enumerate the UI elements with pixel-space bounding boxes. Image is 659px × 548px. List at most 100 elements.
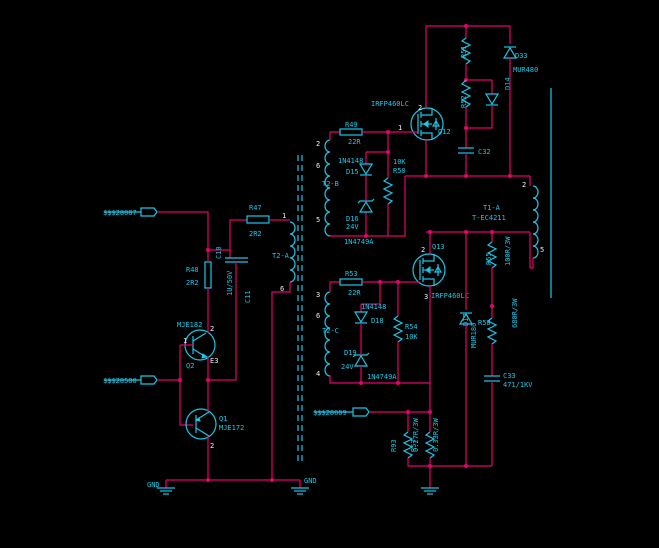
svg-text:6: 6 bbox=[316, 162, 320, 170]
svg-text:2: 2 bbox=[418, 104, 422, 112]
svg-text:0.27R/3W: 0.27R/3W bbox=[412, 417, 420, 452]
svg-text:D18: D18 bbox=[371, 317, 384, 325]
svg-text:R54: R54 bbox=[405, 323, 418, 331]
svg-text:R55: R55 bbox=[485, 252, 493, 265]
svg-text:C32: C32 bbox=[478, 148, 491, 156]
zener-d16: D16 24V 1N4749A bbox=[344, 196, 375, 246]
svg-text:D19: D19 bbox=[344, 349, 357, 357]
transistor-q2: MJE182 Q2 2 E3 1 bbox=[177, 321, 218, 380]
svg-text:C33: C33 bbox=[503, 372, 516, 380]
svg-text:3: 3 bbox=[316, 291, 320, 299]
mosfet-q12: IRFP460LC Q12 2 bbox=[371, 100, 451, 141]
mosfet-q13: Q13 IRFP460LC 2 3 bbox=[408, 243, 469, 301]
resistor-r93: R93 0.27R/3W bbox=[390, 412, 420, 466]
svg-text:1: 1 bbox=[282, 212, 286, 220]
svg-text:D16: D16 bbox=[346, 215, 359, 223]
resistor-r58: R58 680R/3W bbox=[478, 298, 519, 376]
svg-text:E3: E3 bbox=[210, 357, 218, 365]
svg-text:2: 2 bbox=[421, 246, 425, 254]
svg-text:MJE172: MJE172 bbox=[219, 424, 244, 432]
svg-text:R51: R51 bbox=[460, 45, 468, 58]
transformer-t1a: T1-A T-EC4211 2 5 bbox=[472, 88, 552, 298]
resistor-r52: R52 bbox=[460, 79, 472, 128]
svg-text:10K: 10K bbox=[405, 333, 418, 341]
transistor-q1: Q1 MJE172 2 bbox=[185, 380, 244, 480]
diode-d15: 1N4148 D15 bbox=[338, 151, 388, 196]
svg-text:IRFP460LC: IRFP460LC bbox=[431, 292, 469, 300]
svg-text:1N4148: 1N4148 bbox=[338, 157, 363, 165]
svg-text:1: 1 bbox=[183, 337, 187, 345]
resistor-r51: R51 bbox=[460, 24, 472, 80]
svg-text:R47: R47 bbox=[249, 204, 262, 212]
svg-text:1N4148: 1N4148 bbox=[361, 303, 386, 311]
ground-symbol-left: GND bbox=[147, 480, 175, 495]
ground-symbol-bottom bbox=[421, 466, 439, 495]
svg-text:1: 1 bbox=[398, 124, 402, 132]
resistor-r55: R55 100R/3W bbox=[485, 232, 512, 306]
svg-text:5: 5 bbox=[540, 246, 544, 254]
svg-text:R93: R93 bbox=[390, 439, 398, 452]
svg-text:2: 2 bbox=[210, 325, 214, 333]
svg-text:MUR480: MUR480 bbox=[513, 66, 538, 74]
svg-text:3: 3 bbox=[424, 293, 428, 301]
resistor-r57: R57 0.33R/3W bbox=[410, 412, 440, 466]
svg-text:Q12: Q12 bbox=[438, 128, 451, 136]
svg-text:1U/50V: 1U/50V bbox=[226, 270, 234, 296]
svg-text:Q2: Q2 bbox=[186, 362, 194, 370]
ground-symbol-right: GND bbox=[291, 477, 317, 495]
svg-text:2: 2 bbox=[316, 140, 320, 148]
svg-text:R48: R48 bbox=[186, 266, 199, 274]
svg-text:6: 6 bbox=[316, 312, 320, 320]
svg-text:22R: 22R bbox=[348, 289, 361, 297]
svg-text:R53: R53 bbox=[345, 270, 358, 278]
svg-text:R52: R52 bbox=[460, 95, 468, 108]
svg-text:GND: GND bbox=[304, 477, 317, 485]
transformer-t2-core bbox=[297, 155, 303, 465]
input-port-28087: $$$28087 bbox=[103, 207, 158, 217]
diode-d33: D33 MUR480 bbox=[502, 46, 538, 176]
zener-d19: D19 24V 1N4749A bbox=[341, 349, 397, 383]
diode-d17: D17 MUR180 bbox=[458, 232, 478, 466]
svg-text:2R2: 2R2 bbox=[249, 230, 262, 238]
diode-d18: 1N4148 D18 bbox=[353, 303, 386, 350]
svg-text:D15: D15 bbox=[346, 168, 359, 176]
net-label-28580: $$$28580 bbox=[103, 377, 137, 385]
resistor-r53: R53 22R bbox=[339, 270, 363, 297]
transformer-t2a: T2-A 6 bbox=[271, 221, 296, 480]
input-port-28580: $$$28580 bbox=[103, 375, 158, 385]
capacitor-c33: C33 471/1KV bbox=[484, 372, 533, 466]
svg-text:1N4749A: 1N4749A bbox=[367, 373, 397, 381]
svg-text:T2-B: T2-B bbox=[322, 180, 339, 188]
svg-text:Q1: Q1 bbox=[219, 415, 227, 423]
svg-text:2: 2 bbox=[210, 442, 214, 450]
svg-text:4: 4 bbox=[316, 370, 320, 378]
resistor-r50: 10K R50 bbox=[382, 152, 406, 237]
resistor-r49: R49 22R bbox=[339, 121, 363, 146]
svg-text:R57: R57 bbox=[410, 439, 418, 452]
svg-text:680R/3W: 680R/3W bbox=[511, 298, 519, 328]
svg-text:MJE182: MJE182 bbox=[177, 321, 202, 329]
svg-text:6: 6 bbox=[280, 285, 284, 293]
capacitor-c11-label: C11 bbox=[244, 290, 252, 303]
resistor-r54: R54 10K bbox=[392, 315, 430, 384]
resistor-r48: R48 2R2 bbox=[186, 261, 212, 289]
svg-text:R58: R58 bbox=[478, 319, 491, 327]
svg-text:24V: 24V bbox=[346, 223, 359, 231]
diode-d14: D14 bbox=[484, 77, 512, 108]
svg-text:D17: D17 bbox=[462, 313, 470, 326]
svg-text:R50: R50 bbox=[393, 167, 406, 175]
svg-text:R49: R49 bbox=[345, 121, 358, 129]
svg-text:Q13: Q13 bbox=[432, 243, 445, 251]
svg-text:5: 5 bbox=[316, 216, 320, 224]
net-label-28609: $$$28609 bbox=[313, 409, 347, 417]
resistor-r47: R47 2R2 bbox=[246, 204, 270, 238]
svg-text:MUR180: MUR180 bbox=[470, 323, 478, 348]
svg-text:100R/3W: 100R/3W bbox=[504, 236, 512, 266]
svg-text:22R: 22R bbox=[348, 138, 361, 146]
svg-text:D33: D33 bbox=[515, 52, 528, 60]
svg-text:471/1KV: 471/1KV bbox=[503, 381, 533, 389]
svg-text:IRFP460LC: IRFP460LC bbox=[371, 100, 409, 108]
svg-text:T-EC4211: T-EC4211 bbox=[472, 214, 506, 222]
transformer-t2b: T2-B 2 6 5 bbox=[316, 139, 339, 237]
svg-text:24V: 24V bbox=[341, 363, 354, 371]
